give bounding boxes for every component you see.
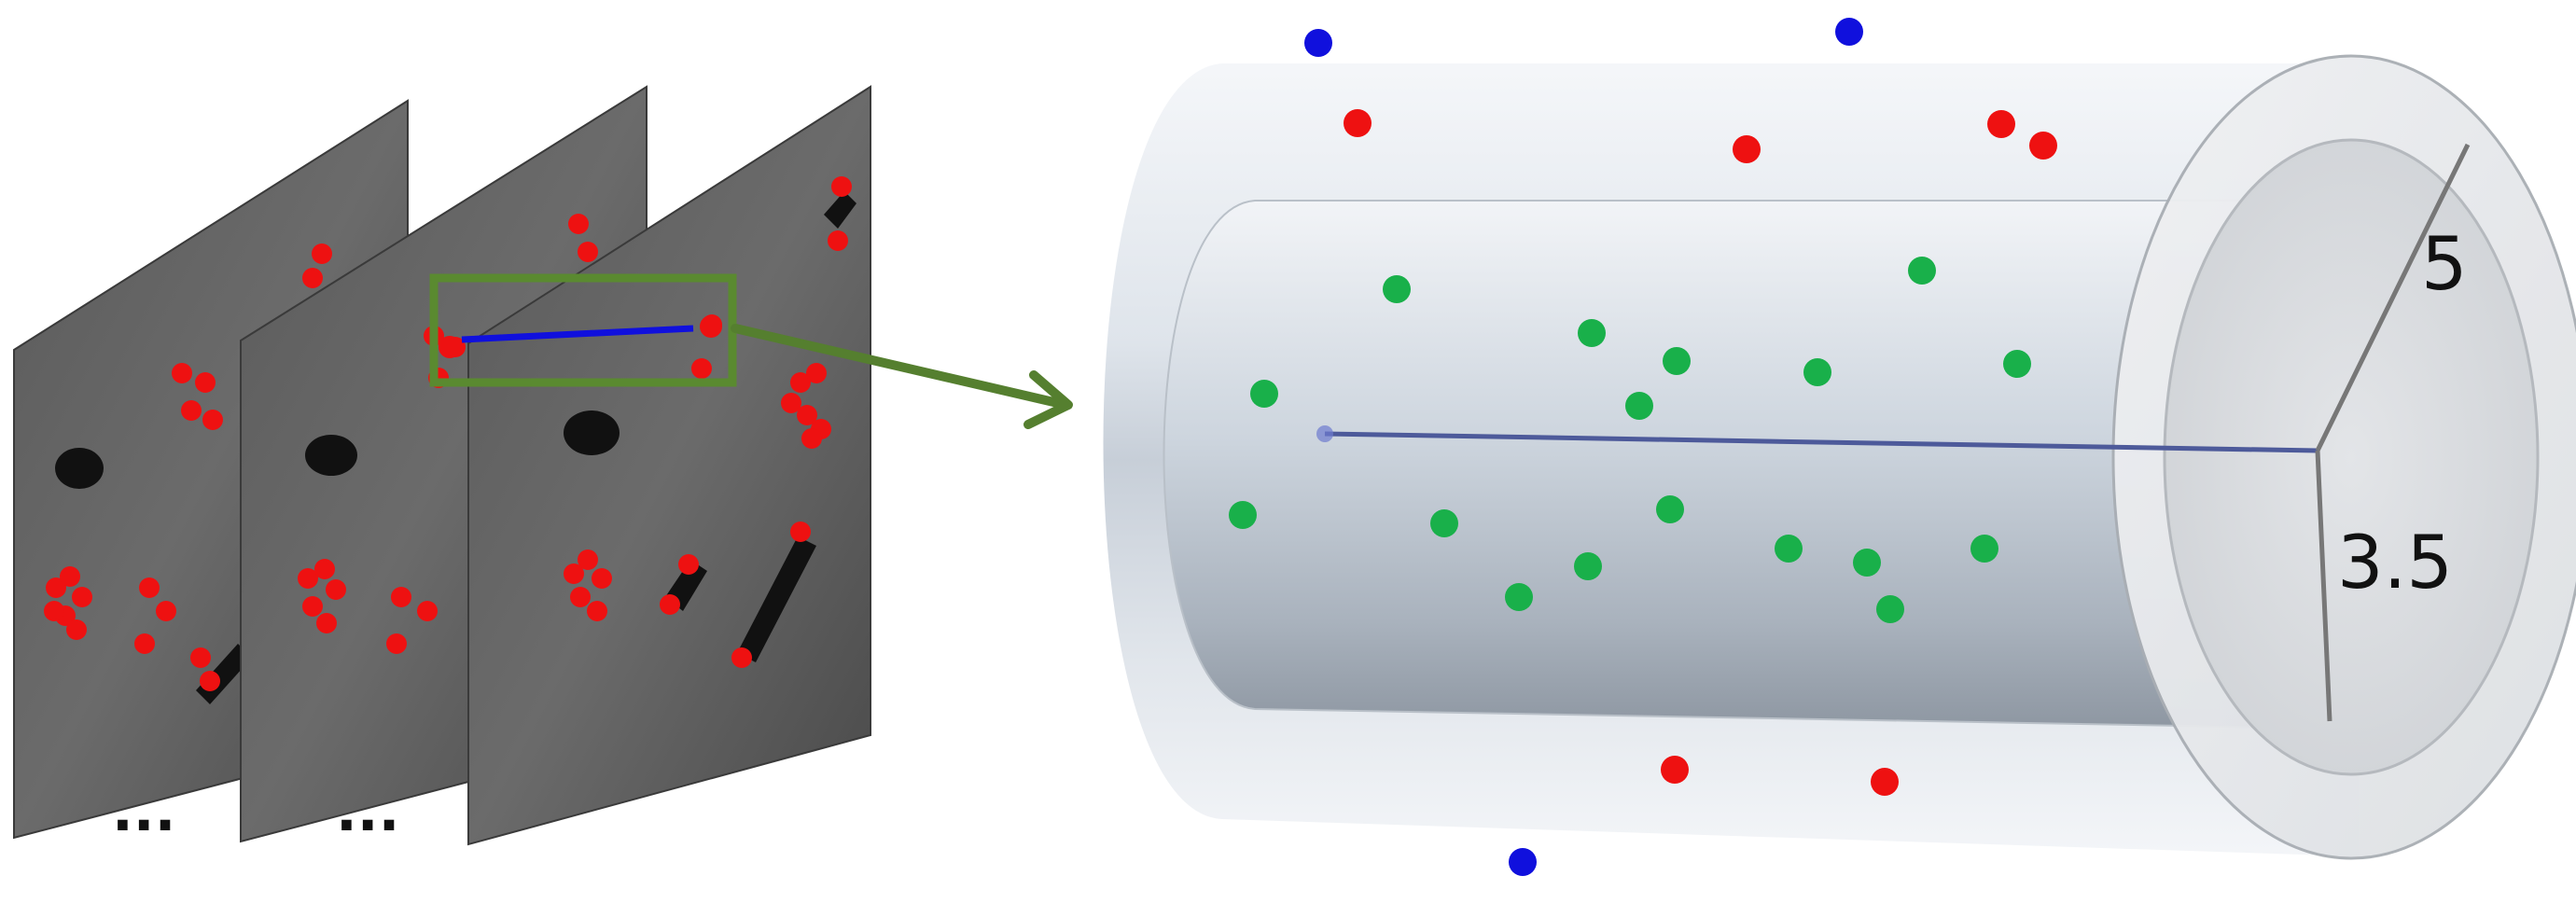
- outer-radius-label: 5: [2421, 223, 2468, 307]
- frame-3-blob: [564, 410, 620, 455]
- track-end-left: [439, 336, 461, 358]
- frame-1-markers: [44, 243, 332, 691]
- axis-origin: [1316, 425, 1333, 442]
- frame-3: [467, 85, 871, 846]
- red-markers: [1344, 109, 2057, 796]
- inner-radius-label: 3.5: [2337, 522, 2453, 605]
- arrow-right-icon: [731, 324, 1073, 429]
- cylinder-axis: [1324, 431, 2318, 453]
- inner-cylinder: [1163, 200, 2287, 730]
- end-cap-inner: [2163, 138, 2540, 776]
- frame-stack: ... ...: [13, 85, 871, 846]
- frame-2-markers: [298, 214, 598, 654]
- track-end-right: [700, 315, 722, 338]
- frame-3-bar-b: [737, 536, 816, 662]
- green-markers: [1229, 257, 2031, 623]
- frames-ellipsis-1: ...: [112, 779, 175, 844]
- frame-1-blob: [55, 448, 104, 489]
- selected-track-line: [461, 325, 694, 343]
- inner-radius-line: [2315, 450, 2332, 722]
- frames-ellipsis-2: ...: [336, 779, 399, 844]
- outer-radius-line: [2315, 143, 2471, 452]
- cylinder-volume: 5 3.5: [1103, 54, 2576, 860]
- frame-3-bar-c: [824, 191, 856, 229]
- blue-markers: [1304, 18, 1863, 876]
- frame-2-blob: [305, 435, 357, 476]
